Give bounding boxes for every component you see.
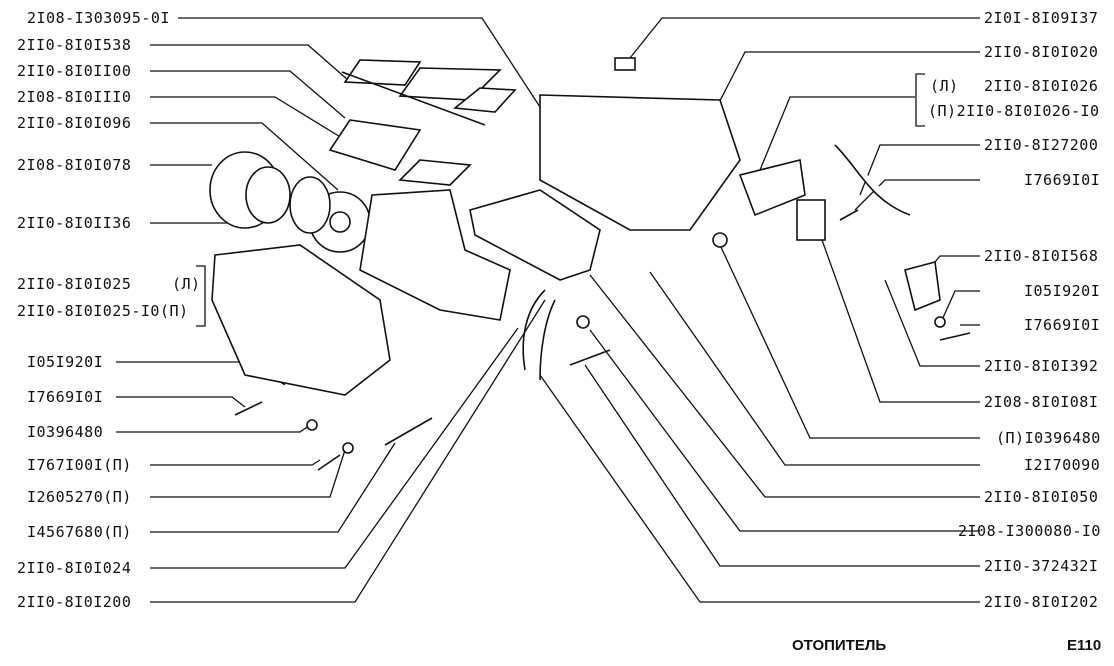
part-label-left: 2II0-8I0I200 xyxy=(17,593,132,611)
leader-line xyxy=(759,96,915,171)
footer-title: ОТОПИТЕЛЬ xyxy=(792,637,887,654)
filter-pad xyxy=(343,59,422,86)
impeller-hub xyxy=(329,211,351,233)
part-label-right: I2I70090 xyxy=(1024,456,1101,474)
leader-line xyxy=(150,299,546,603)
leader-line xyxy=(116,396,246,408)
part-label-left: 2II0-8I0I538 xyxy=(17,36,132,54)
part-label-right: 2II0-8I27200 xyxy=(984,136,1099,154)
part-label-left: 2I08-8I0I078 xyxy=(17,156,132,174)
part-label-right: 2I08-I300080-I0 xyxy=(958,522,1101,540)
leader-line xyxy=(719,244,980,439)
leader-line xyxy=(150,449,346,498)
washer xyxy=(342,442,354,454)
part-label-right: 2II0-8I0I202 xyxy=(984,593,1099,611)
leader-line xyxy=(150,122,339,191)
washer xyxy=(934,316,946,328)
part-label-left: I05I920I xyxy=(27,353,104,371)
leader-line xyxy=(539,374,980,603)
leader-line xyxy=(629,17,980,59)
part-label-left: 2I08-I303095-0I xyxy=(27,9,170,27)
cable xyxy=(834,144,911,216)
part-label-left: 2II0-8I0II00 xyxy=(17,62,132,80)
part-label-right: (П)2II0-8I0I026-I0 xyxy=(928,102,1100,120)
bracket-suffix-left: (Л) xyxy=(172,275,201,293)
part-label-left: 2II0-8I0I025 xyxy=(17,275,132,293)
bracket-plate xyxy=(796,199,826,241)
hose xyxy=(522,289,546,371)
lower-housing xyxy=(211,244,391,396)
part-label-left: I7669I0I xyxy=(27,388,104,406)
leader-line xyxy=(150,70,346,119)
screw xyxy=(939,332,971,341)
filter-pad xyxy=(452,87,517,113)
part-label-right: 2I08-8I0I08I xyxy=(984,393,1099,411)
leader-line xyxy=(649,271,980,466)
part-label-right: (П)I0396480 xyxy=(996,429,1101,447)
part-label-left: 2I08-8I0III0 xyxy=(17,88,132,106)
leader-line xyxy=(811,211,980,403)
part-label-right: 2II0-8I0I020 xyxy=(984,43,1099,61)
part-label-left: 2II0-8I0I025-I0(П) xyxy=(17,302,189,320)
bracket-prefix-right: (Л) xyxy=(930,77,959,95)
leader-line xyxy=(884,279,980,367)
upper-housing xyxy=(539,94,741,231)
hose xyxy=(539,299,556,381)
bracket-left xyxy=(196,265,206,327)
part-label-right: 2I0I-8I09I37 xyxy=(984,9,1099,27)
grommet xyxy=(712,232,728,248)
part-label-left: 2II0-8I0I096 xyxy=(17,114,132,132)
leader-line xyxy=(589,274,980,498)
screw xyxy=(839,209,859,221)
part-label-right: 2II0-8I0I026 xyxy=(984,77,1099,95)
leader-line xyxy=(150,96,343,139)
leader-line xyxy=(584,364,980,567)
part-label-right: 2II0-8I0I050 xyxy=(984,488,1099,506)
flap-cover xyxy=(738,159,806,217)
lever xyxy=(904,260,941,312)
page-code: E110 xyxy=(1067,637,1102,654)
leader-line xyxy=(150,442,396,533)
part-label-right: 2II0-8I0I392 xyxy=(984,357,1099,375)
radiator xyxy=(469,189,601,281)
leader-line xyxy=(854,179,980,211)
part-label-left: I4567680(П) xyxy=(27,523,132,541)
part-label-right: 2II0-372432I xyxy=(984,557,1099,575)
screw-strip xyxy=(569,349,611,366)
filter-pad xyxy=(328,119,422,171)
part-label-left: I0396480 xyxy=(27,423,104,441)
part-label-left: I2605270(П) xyxy=(27,488,132,506)
blower-motor-face xyxy=(245,166,291,224)
screw xyxy=(317,454,341,471)
bracket-right xyxy=(915,73,925,127)
part-label-right: 2II0-8I0I568 xyxy=(984,247,1099,265)
washer xyxy=(306,419,318,431)
part-label-right: I7669I0I xyxy=(1024,316,1101,334)
screw xyxy=(234,401,263,416)
part-label-left: I767I00I(П) xyxy=(27,456,132,474)
leader-line xyxy=(589,329,980,532)
leader-line xyxy=(116,424,311,433)
middle-frame xyxy=(359,189,511,321)
part-label-left: 2II0-8I0I024 xyxy=(17,559,132,577)
part-label-left: 2II0-8I0II36 xyxy=(17,214,132,232)
screw-strip xyxy=(384,417,433,446)
leader-line xyxy=(150,44,349,81)
leader-line xyxy=(150,459,321,466)
leader-line xyxy=(941,290,980,321)
leader-line xyxy=(150,327,519,569)
clip xyxy=(614,57,636,71)
hose-clamp xyxy=(576,315,590,329)
ring xyxy=(289,176,331,234)
filter-rod xyxy=(341,71,486,126)
filter-pad xyxy=(398,159,472,186)
part-label-right: I7669I0I xyxy=(1024,171,1101,189)
part-label-right: I05I920I xyxy=(1024,282,1101,300)
